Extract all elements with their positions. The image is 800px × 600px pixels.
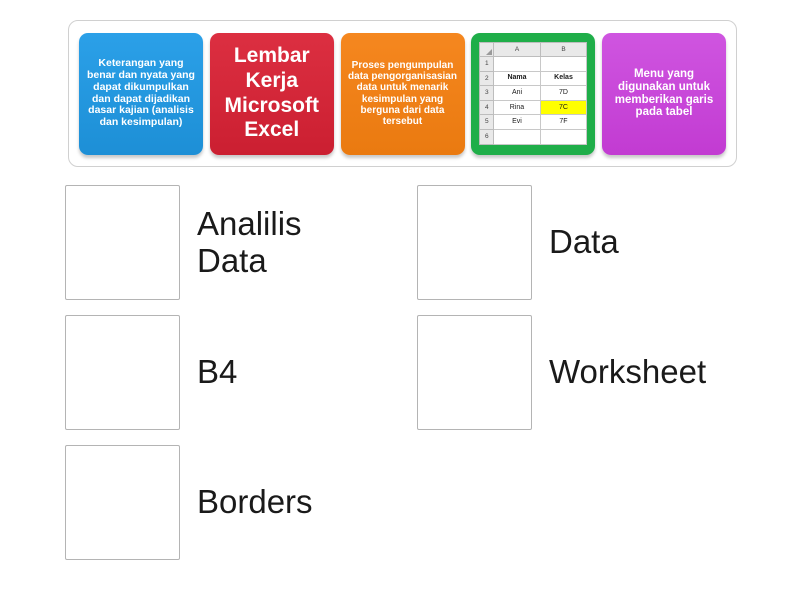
sheet-col-header-B: B [539, 41, 588, 58]
dropzone-b4[interactable] [65, 315, 180, 430]
sheet-cell-A5: Evi [493, 114, 541, 130]
sheet-row-header-3: 3 [479, 85, 495, 101]
sheet-row: 6 [479, 128, 588, 145]
answer-row-b4: B4 [65, 315, 237, 430]
answer-label-borders: Borders [197, 483, 313, 521]
sheet-cell-A1 [493, 56, 541, 72]
sheet-cell-B4: 7C [539, 99, 588, 116]
answer-row-analisis-data: Analilis Data [65, 185, 302, 300]
sheet-row-header-5: 5 [479, 114, 495, 130]
draggable-tile-definition-analisis[interactable]: Proses pengumpulan data pengorganisasian… [340, 32, 465, 155]
sheet-cell-B6 [539, 128, 588, 145]
tile-label: Keterangan yang benar dan nyata yang dap… [87, 57, 195, 128]
sheet-row-header-1: 1 [479, 56, 495, 72]
tile-label: Menu yang digunakan untuk memberikan gar… [614, 67, 714, 119]
answer-label-data: Data [549, 223, 619, 261]
sheet-row-header-2: 2 [479, 70, 495, 87]
sheet-cell-A2: Nama [493, 70, 541, 87]
answer-row-worksheet: Worksheet [417, 315, 706, 430]
sheet-cell-A3: Ani [493, 85, 541, 101]
sheet-cell-A4: Rina [493, 99, 541, 116]
sheet-col-header-A: A [493, 41, 541, 58]
draggable-tile-definition-data[interactable]: Keterangan yang benar dan nyata yang dap… [79, 32, 203, 155]
answer-label-analisis-data: Analilis Data [197, 204, 302, 279]
draggable-tile-definition-borders[interactable]: Menu yang digunakan untuk memberikan gar… [602, 32, 726, 155]
answer-label-worksheet: Worksheet [549, 353, 707, 391]
sheet-corner [479, 41, 495, 58]
dropzone-borders[interactable] [65, 445, 180, 560]
sheet-cell-B1 [539, 56, 588, 72]
answer-row-data: Data [417, 185, 619, 300]
answer-label-b4: B4 [197, 353, 238, 391]
sheet-row-header-4: 4 [479, 99, 495, 116]
dropzone-data[interactable] [417, 185, 532, 300]
sheet-cell-B5: 7F [539, 114, 588, 130]
draggable-tile-lembar-kerja[interactable]: Lembar Kerja Microsoft Excel [209, 32, 334, 155]
sheet-cell-B2: Kelas [539, 70, 588, 87]
answer-grid: Analilis Data B4 Borders Data Worksheet [0, 180, 800, 580]
tile-tray: Keterangan yang benar dan nyata yang dap… [68, 20, 737, 167]
sheet-cell-B3: 7D [539, 85, 588, 101]
dropzone-analisis-data[interactable] [65, 185, 180, 300]
sheet-row-header-6: 6 [479, 128, 495, 145]
answer-row-borders: Borders [65, 445, 313, 560]
sheet-row: 1 [479, 56, 588, 72]
dropzone-worksheet[interactable] [417, 315, 532, 430]
tile-label: Lembar Kerja Microsoft Excel [224, 43, 320, 142]
tile-label: Proses pengumpulan data pengorganisasian… [348, 59, 457, 127]
sheet-cell-A6 [493, 128, 541, 145]
